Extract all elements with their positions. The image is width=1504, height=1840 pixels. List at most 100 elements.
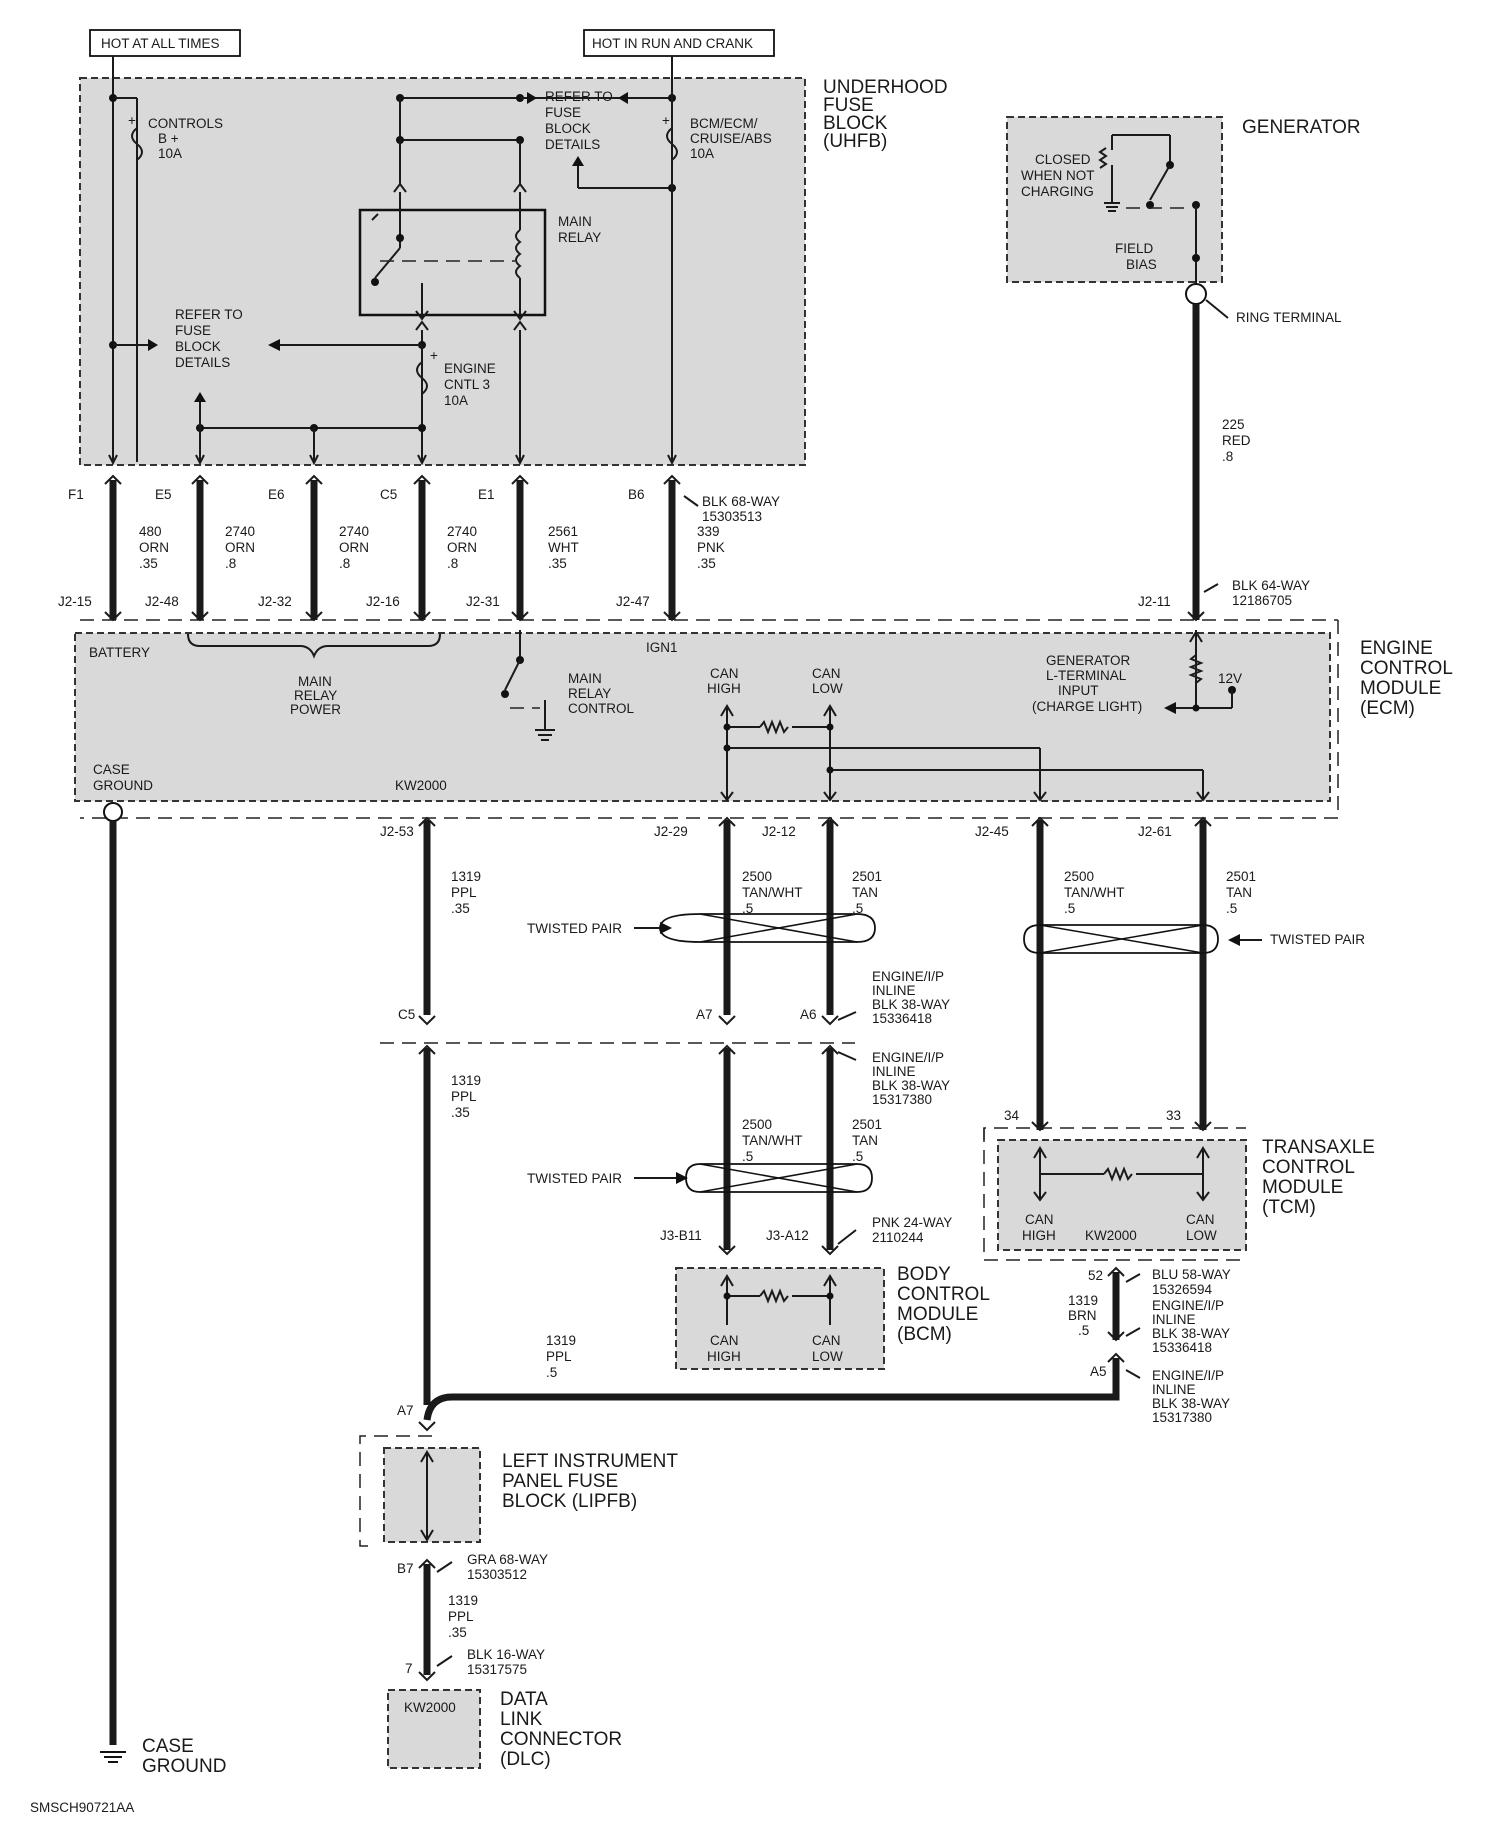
svg-text:FUSE: FUSE	[823, 95, 874, 116]
svg-text:TAN: TAN	[1226, 885, 1252, 900]
brn-wire-label: 1319 BRN .5	[1068, 1293, 1098, 1338]
svg-text:ORN: ORN	[339, 540, 369, 555]
svg-text:GENERATOR: GENERATOR	[1046, 653, 1131, 668]
ppl-bus-wire	[423, 1358, 1120, 1421]
svg-text:FUSE: FUSE	[545, 105, 581, 120]
bcm-termination-resistor-icon	[759, 1288, 789, 1304]
svg-text:(BCM): (BCM)	[897, 1324, 952, 1345]
bcm-title: BODY CONTROL MODULE (BCM)	[897, 1264, 990, 1345]
svg-text:+: +	[662, 113, 670, 128]
svg-text:MAIN: MAIN	[298, 674, 332, 689]
generator-box	[1006, 116, 1223, 283]
svg-text:.35: .35	[697, 556, 716, 571]
svg-text:2500: 2500	[1064, 869, 1094, 884]
svg-text:GRA 68-WAY: GRA 68-WAY	[467, 1552, 548, 1567]
main-relay-control-label: MAIN RELAY CONTROL	[568, 671, 634, 716]
dlc-title: DATA LINK CONNECTOR (DLC)	[500, 1689, 622, 1770]
ring-terminal-icon	[1185, 283, 1207, 305]
ign1-label: IGN1	[646, 640, 678, 655]
svg-text:TAN/WHT: TAN/WHT	[1064, 885, 1125, 900]
can-high-upper-label: 2500 TAN/WHT .5	[742, 869, 803, 916]
battery-label: BATTERY	[89, 645, 150, 660]
case-ground-label: CASE GROUND	[142, 1736, 226, 1777]
svg-text:(TCM): (TCM)	[1262, 1197, 1316, 1218]
svg-text:CAN: CAN	[710, 666, 739, 681]
svg-text:BCM/ECM/: BCM/ECM/	[690, 116, 758, 131]
dlc-connector-label: BLK 16-WAY 15317575	[467, 1647, 545, 1677]
svg-text:BLK 64-WAY: BLK 64-WAY	[1232, 578, 1310, 593]
lipfb-title: LEFT INSTRUMENT PANEL FUSE BLOCK (LIPFB)	[502, 1451, 678, 1512]
svg-text:(CHARGE LIGHT): (CHARGE LIGHT)	[1032, 699, 1142, 714]
svg-text:BLK 38-WAY: BLK 38-WAY	[1152, 1326, 1230, 1341]
twisted-pair-icon	[659, 913, 876, 943]
svg-text:CLOSED: CLOSED	[1035, 152, 1091, 167]
ppl-bus-wire-label: 1319 PPL .5	[546, 1333, 576, 1380]
svg-text:2501: 2501	[1226, 869, 1256, 884]
inline-pin-labels-top: C5 A7 A6	[398, 1007, 817, 1022]
svg-text:.5: .5	[1226, 901, 1237, 916]
svg-text:1319: 1319	[451, 1073, 481, 1088]
svg-text:CONTROL: CONTROL	[1360, 658, 1453, 679]
tcm-inline-lower-label: ENGINE/I/P INLINE BLK 38-WAY 15317380	[1152, 1368, 1230, 1425]
svg-text:INLINE: INLINE	[1152, 1312, 1196, 1327]
svg-text:J2-31: J2-31	[466, 594, 500, 609]
svg-text:.8: .8	[1222, 449, 1233, 464]
svg-text:(DLC): (DLC)	[500, 1749, 551, 1770]
bcm-fuse-icon	[666, 127, 678, 161]
uhfb-connector-caps	[104, 474, 681, 485]
svg-text:15336418: 15336418	[872, 1011, 932, 1026]
can-low-lower-label: 2501 TAN .5	[852, 1117, 882, 1164]
svg-text:2740: 2740	[225, 524, 255, 539]
svg-text:ENGINE: ENGINE	[1360, 638, 1433, 659]
svg-text:1319: 1319	[448, 1593, 478, 1608]
ecm-can-low-label: CAN LOW	[812, 666, 843, 696]
inline-connector-caps	[418, 1015, 839, 1055]
svg-text:CNTL 3: CNTL 3	[444, 377, 490, 392]
svg-text:.8: .8	[225, 556, 236, 571]
svg-text:ENGINE: ENGINE	[444, 361, 496, 376]
svg-text:10A: 10A	[444, 393, 468, 408]
svg-text:15317380: 15317380	[872, 1092, 932, 1107]
can-low-upper-label: 2501 TAN .5	[852, 869, 882, 916]
svg-text:.5: .5	[852, 1149, 863, 1164]
lipfb-pin-a7-label: A7	[397, 1403, 414, 1418]
svg-text:A6: A6	[800, 1007, 817, 1022]
generator-wire-label: 225 RED .8	[1222, 417, 1251, 464]
ground-icon	[100, 1751, 126, 1763]
svg-text:(UHFB): (UHFB)	[823, 131, 887, 152]
refer-left-label: REFER TO FUSE BLOCK DETAILS	[175, 307, 243, 370]
tcm-can-low-label: CAN LOW	[1186, 1212, 1217, 1243]
svg-text:BLOCK: BLOCK	[175, 339, 221, 354]
svg-text:CASE: CASE	[93, 762, 130, 777]
svg-text:2500: 2500	[742, 869, 772, 884]
svg-text:1319: 1319	[451, 869, 481, 884]
svg-text:BLK 38-WAY: BLK 38-WAY	[872, 1078, 950, 1093]
tcm-connector-label: BLU 58-WAY 15326594	[1152, 1267, 1231, 1297]
svg-text:15303512: 15303512	[467, 1567, 527, 1582]
svg-text:ORN: ORN	[139, 540, 169, 555]
svg-text:PNK: PNK	[697, 540, 725, 555]
svg-text:2740: 2740	[447, 524, 477, 539]
figure-id: SMSCH90721AA	[30, 1800, 134, 1815]
svg-text:F1: F1	[68, 487, 84, 502]
tcm-connector-caps	[1031, 1121, 1212, 1132]
svg-text:.35: .35	[451, 1105, 470, 1120]
svg-text:10A: 10A	[158, 146, 182, 161]
svg-text:1319: 1319	[1068, 1293, 1098, 1308]
svg-text:.5: .5	[1064, 901, 1075, 916]
svg-text:J3-B11: J3-B11	[660, 1228, 702, 1243]
svg-text:GROUND: GROUND	[93, 778, 153, 793]
ecm-title: ENGINE CONTROL MODULE (ECM)	[1360, 638, 1453, 719]
svg-text:ENGINE/I/P: ENGINE/I/P	[1152, 1298, 1224, 1313]
svg-text:2501: 2501	[852, 869, 882, 884]
svg-text:CRUISE/ABS: CRUISE/ABS	[690, 131, 772, 146]
twisted-pair-label-1: TWISTED PAIR	[527, 921, 622, 936]
svg-text:ORN: ORN	[447, 540, 477, 555]
svg-text:INLINE: INLINE	[1152, 1382, 1196, 1397]
lipfb-connector-label: GRA 68-WAY 15303512	[467, 1552, 548, 1582]
svg-text:DETAILS: DETAILS	[545, 137, 600, 152]
case-ground-ring-icon	[103, 802, 123, 822]
tcm-pin-labels: 34 33	[1004, 1108, 1181, 1123]
svg-text:33: 33	[1166, 1108, 1181, 1123]
